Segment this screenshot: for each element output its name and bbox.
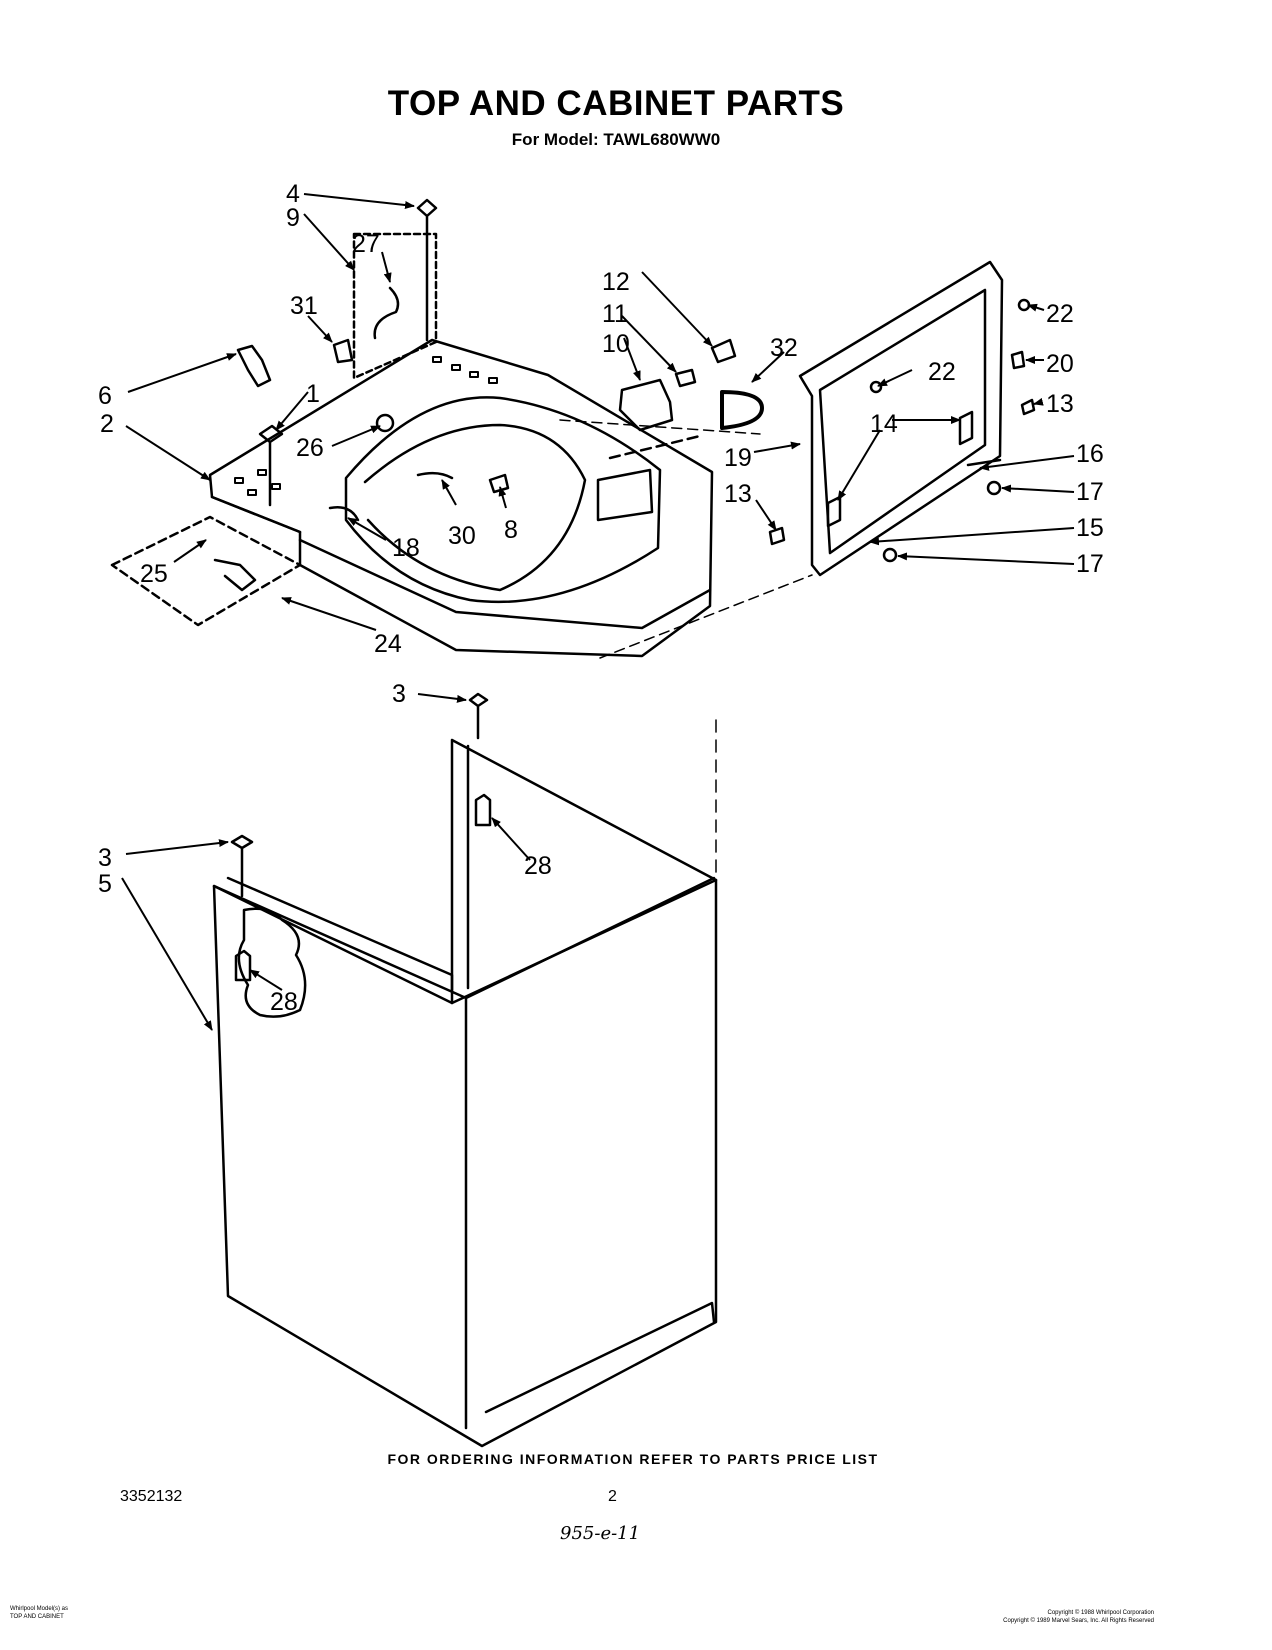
screw-part-4 [416, 198, 438, 342]
callout-4: 4 [286, 180, 300, 208]
bumper-part-22b [869, 380, 883, 394]
screw-part-1 [258, 424, 284, 507]
dispenser-part [618, 378, 674, 432]
document-number: 3352132 [120, 1488, 183, 1505]
switch-part-25 [213, 558, 257, 592]
callout-28-bottom: 28 [270, 988, 298, 1016]
tub-ring [363, 423, 587, 592]
callout-2: 2 [100, 410, 114, 438]
wire-part-27 [373, 286, 400, 340]
callout-1: 1 [306, 380, 320, 408]
clip-part-6 [236, 344, 272, 388]
bumper-part-32 [720, 390, 764, 430]
dispenser-window [596, 468, 654, 522]
tub-opening [344, 396, 662, 604]
copyright-line1: Copyright © 1988 Whirlpool Corporation [1047, 1610, 1154, 1616]
callout-25: 25 [140, 560, 168, 588]
rod-16 [966, 458, 1002, 467]
hinge-14a [958, 410, 974, 446]
page-number: 2 [608, 1488, 617, 1505]
callout-20: 20 [1046, 350, 1074, 378]
callout-28-top: 28 [524, 852, 552, 880]
callout-26: 26 [296, 434, 324, 462]
copyright-line2: Copyright © 1989 Marvel Sears, Inc. All … [1003, 1618, 1154, 1624]
callout-6: 6 [98, 382, 112, 410]
small-print-left-line1: Whirlpool Model(s) as [10, 1606, 69, 1612]
callout-9: 9 [286, 204, 300, 232]
callout-17-top: 17 [1076, 478, 1104, 506]
callout-19: 19 [724, 444, 752, 472]
page-title: TOP AND CABINET PARTS [387, 84, 845, 123]
callout-22-lid: 22 [928, 358, 956, 386]
cabinet-cutaway [237, 907, 307, 1018]
top-panel-front-edge [210, 495, 712, 630]
callout-15: 15 [1076, 514, 1104, 542]
callout-24: 24 [374, 630, 402, 658]
callout-13-left: 13 [724, 480, 752, 508]
screw-part-8 [488, 473, 510, 494]
screw-13a [1020, 398, 1036, 416]
bumper-part-22a [1017, 298, 1031, 312]
screw-13b [768, 526, 786, 546]
callout-30: 30 [448, 522, 476, 550]
cabinet-top-rail [212, 876, 716, 1005]
callout-10: 10 [602, 330, 630, 358]
callout-13-right: 13 [1046, 390, 1074, 418]
switch-box-9 [352, 232, 438, 380]
spring-part-30 [416, 471, 454, 480]
hinge-part-12 [710, 338, 737, 364]
callout-17-bottom: 17 [1076, 550, 1104, 578]
screw-part-3b [230, 834, 254, 898]
lid-pad-20 [1010, 350, 1026, 370]
ordering-note: FOR ORDERING INFORMATION REFER TO PARTS … [387, 1451, 879, 1467]
screw-part-3a [468, 692, 489, 740]
screw-part-28a [474, 793, 492, 827]
callout-27: 27 [352, 230, 380, 258]
bumper-17a [986, 480, 1002, 496]
callout-3-top: 3 [392, 680, 406, 708]
handwritten-note: 955-e-11 [560, 1523, 641, 1544]
callout-12: 12 [602, 268, 630, 296]
callout-18: 18 [392, 534, 420, 562]
screw-part-28b [234, 949, 252, 982]
callout-11: 11 [602, 300, 628, 328]
copyright-notice: Copyright © 1988 Whirlpool Corporation C… [1003, 1609, 1154, 1625]
callout-31: 31 [290, 292, 318, 320]
cabinet-back-frame [450, 738, 718, 992]
rod-part-18 [328, 506, 360, 522]
callout-14: 14 [870, 410, 898, 438]
callout-8: 8 [504, 516, 518, 544]
cabinet-base-kick [484, 1301, 716, 1414]
hinge-14b [826, 495, 842, 528]
small-print-left-line2: TOP AND CABINET [10, 1614, 64, 1620]
callout-3-left: 3 [98, 844, 112, 872]
lid-inner [818, 288, 987, 555]
clip-part-31 [332, 338, 354, 364]
switch-box-24 [110, 515, 302, 627]
callout-32: 32 [770, 334, 798, 362]
lid [798, 260, 1004, 577]
small-print-left: Whirlpool Model(s) as TOP AND CABINET [10, 1605, 68, 1621]
callout-16: 16 [1076, 440, 1104, 468]
hinge-part-11 [674, 368, 697, 388]
bumper-17b [882, 547, 898, 563]
grommet-part-26 [375, 413, 395, 433]
callout-22-top: 22 [1046, 300, 1074, 328]
callout-5: 5 [98, 870, 112, 898]
model-subtitle: For Model: TAWL680WW0 [511, 130, 721, 149]
